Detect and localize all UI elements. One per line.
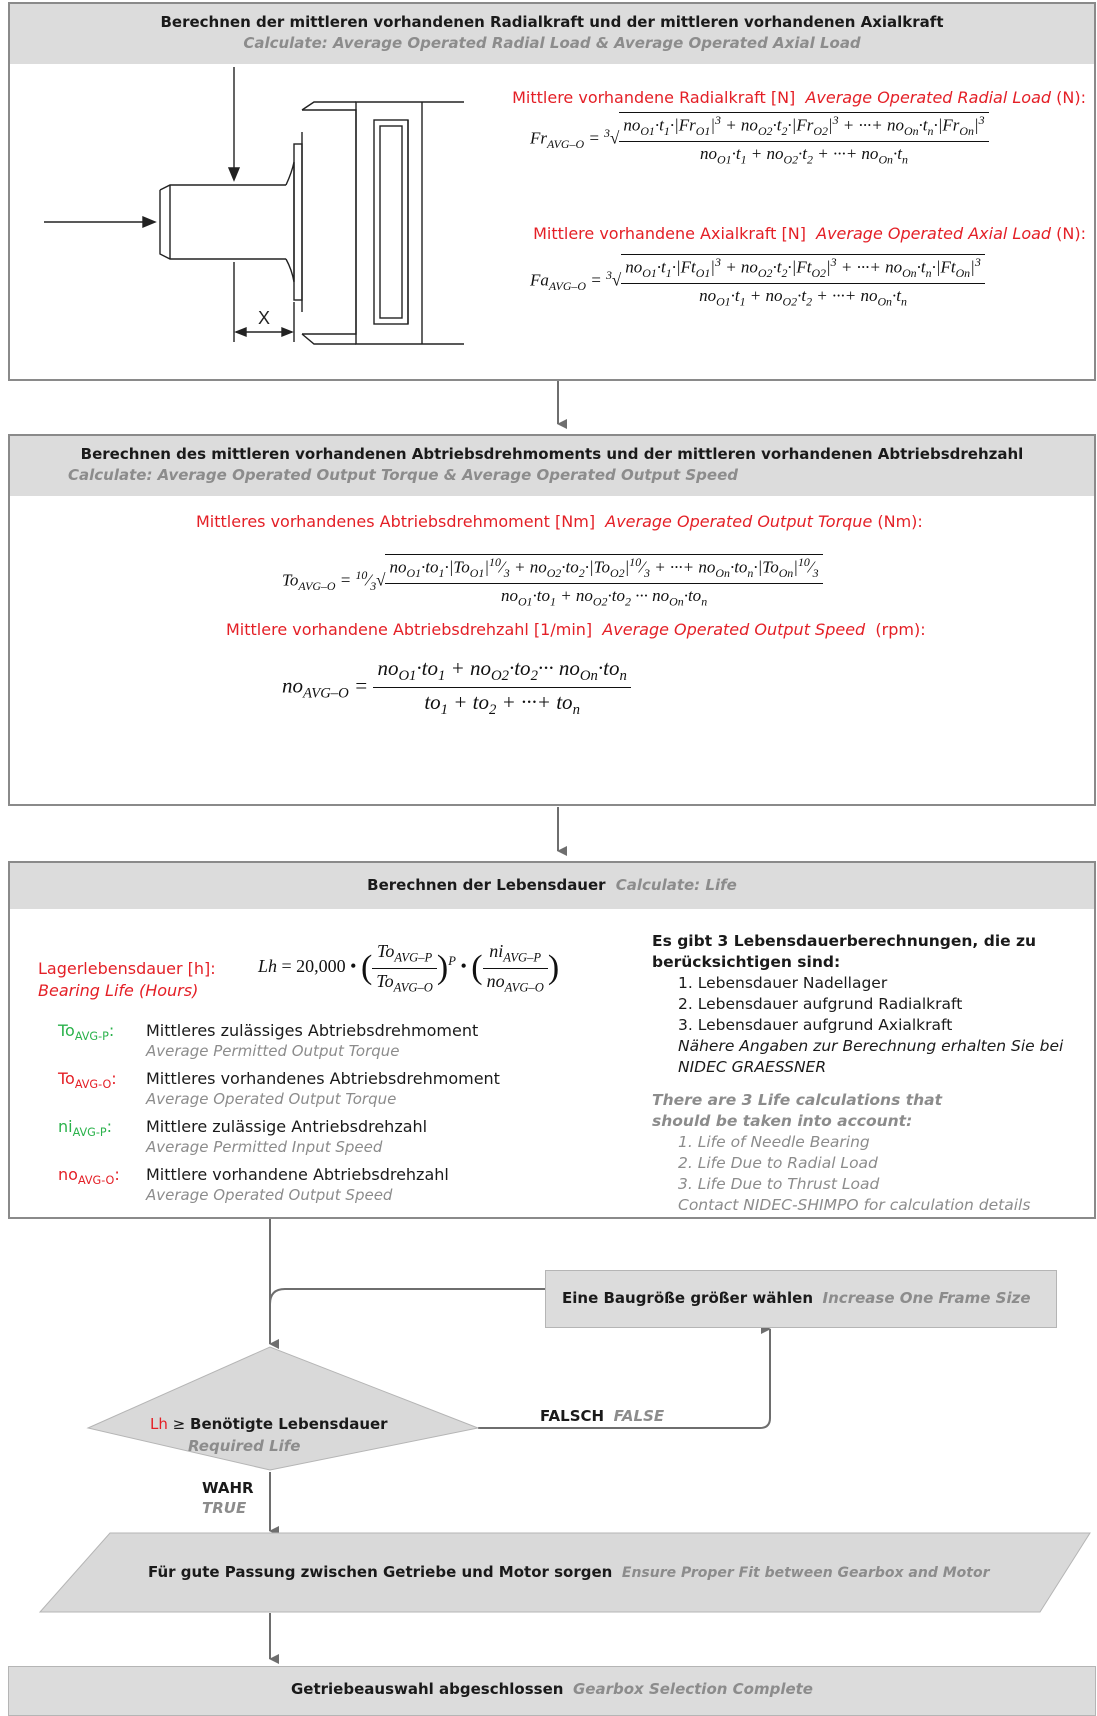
fit-en: Ensure Proper Fit between Gearbox and Mo… — [621, 1565, 990, 1581]
fit-text: Für gute Passung zwischen Getriebe und M… — [148, 1563, 990, 1581]
radial-label-de: Mittlere vorhandene Radialkraft [N] — [512, 88, 796, 107]
true-de: WAHR — [202, 1479, 254, 1497]
complete-de: Getriebeauswahl abgeschlossen — [290, 1680, 564, 1698]
section-torque-speed: Berechnen des mittleren vorhandenen Abtr… — [8, 434, 1096, 806]
definition-de: Mittleres zulässiges Abtriebsdrehmoment — [146, 1021, 479, 1040]
false-label: FALSCH FALSE — [540, 1407, 664, 1425]
section-title-de: Berechnen des mittleren vorhandenen Abtr… — [80, 445, 1024, 463]
definition-de: Mittleres vorhandenes Abtriebsdrehmoment — [146, 1069, 500, 1088]
symbol-subscript: AVG-O — [77, 1174, 115, 1188]
increase-frame-size-box: Eine Baugröße größer wählen Increase One… — [545, 1270, 1057, 1328]
bearing-life-label-en: Bearing Life (Hours) — [38, 981, 199, 1000]
symbol: To — [58, 1021, 75, 1040]
note-en-item: 3. Life Due to Thrust Load — [678, 1175, 880, 1193]
speed-label-unit: (rpm): — [875, 620, 926, 639]
speed-label-de: Mittlere vorhandene Abtriebsdrehzahl [1/… — [226, 620, 593, 639]
false-en: FALSE — [613, 1407, 665, 1425]
note-en-contact: Contact NIDEC-SHIMPO for calculation det… — [678, 1196, 1031, 1214]
axial-load-label: Mittlere vorhandene Axialkraft [N] Avera… — [533, 224, 1086, 243]
symbol-subscript: AVG-O — [74, 1078, 112, 1092]
definition-de: Mittlere zulässige Antriebsdrehzahl — [146, 1117, 428, 1136]
true-label: WAHR TRUE — [202, 1478, 254, 1518]
note-de-item: 3. Lebensdauer aufgrund Axialkraft — [678, 1016, 953, 1034]
fit-parallelogram — [38, 1532, 1091, 1613]
speed-label: Mittlere vorhandene Abtriebsdrehzahl [1/… — [226, 620, 926, 639]
section-header: Berechnen des mittleren vorhandenen Abtr… — [10, 436, 1094, 496]
bearing-life-label: Lagerlebensdauer [h]: Bearing Life (Hour… — [38, 959, 216, 1000]
symbol: ni — [58, 1117, 73, 1136]
section-title-en: Calculate: Life — [615, 876, 737, 894]
note-de-item: 1. Lebensdauer Nadellager — [678, 974, 888, 992]
torque-label-unit: (Nm): — [877, 512, 923, 531]
definition-to-avg-o: ToAVG-O: Mittleres vorhandenes Abtriebsd… — [58, 1069, 500, 1108]
decision-text: Lh ≥ Benötigte Lebensdauer Required Life — [150, 1413, 388, 1457]
note-de-heading: Es gibt 3 Lebensdauerberechnungen, die z… — [652, 932, 1037, 971]
decision-de: Benötigte Lebensdauer — [190, 1415, 388, 1433]
increase-de: Eine Baugröße größer wählen — [562, 1289, 813, 1307]
life-calculation-notes: Es gibt 3 Lebensdauerberechnungen, die z… — [652, 931, 1072, 1216]
symbol: no — [58, 1165, 78, 1184]
note-en-heading: There are 3 Life calculations that shoul… — [652, 1091, 943, 1130]
line-increase-loop — [269, 1288, 545, 1305]
decision-symbol: Lh — [150, 1415, 168, 1433]
fit-de: Für gute Passung zwischen Getriebe und M… — [148, 1563, 613, 1581]
symbol-colon: : — [106, 1117, 113, 1136]
definition-ni-avg-p: niAVG-P: Mittlere zulässige Antriebsdreh… — [58, 1117, 427, 1156]
section-header: Berechnen der mittleren vorhandenen Radi… — [10, 4, 1094, 64]
section-radial-axial: Berechnen der mittleren vorhandenen Radi… — [8, 2, 1096, 381]
selection-complete-box: Getriebeauswahl abgeschlossen Gearbox Se… — [8, 1666, 1096, 1716]
symbol-colon: : — [108, 1021, 115, 1040]
note-de-contact: Nähere Angaben zur Berechnung erhalten S… — [678, 1037, 1064, 1076]
definition-de: Mittlere vorhandene Abtriebsdrehzahl — [146, 1165, 449, 1184]
torque-formula: ToAVG–O = 10⁄3√noO1·to1·|ToO1|10⁄3 + noO… — [282, 554, 823, 609]
decision-en: Required Life — [188, 1437, 301, 1455]
note-en-item: 2. Life Due to Radial Load — [678, 1154, 878, 1172]
radial-load-label: Mittlere vorhandene Radialkraft [N] Aver… — [512, 88, 1086, 107]
definition-en: Average Permitted Output Torque — [146, 1042, 400, 1060]
decision-diamond — [86, 1346, 480, 1471]
definition-en: Average Operated Output Speed — [146, 1186, 393, 1204]
false-de: FALSCH — [540, 1407, 605, 1425]
note-en-item: 1. Life of Needle Bearing — [678, 1133, 870, 1151]
torque-label-en: Average Operated Output Torque — [605, 512, 873, 531]
section-title-de: Berechnen der Lebensdauer — [367, 876, 606, 894]
definition-en: Average Permitted Input Speed — [146, 1138, 383, 1156]
definition-no-avg-o: noAVG-O: Mittlere vorhandene Abtriebsdre… — [58, 1165, 449, 1204]
symbol-subscript: AVG-P — [72, 1126, 107, 1140]
speed-label-en: Average Operated Output Speed — [602, 620, 866, 639]
dimension-label: X — [258, 308, 270, 328]
symbol: To — [58, 1069, 75, 1088]
axial-label-de: Mittlere vorhandene Axialkraft [N] — [533, 224, 806, 243]
increase-en: Increase One Frame Size — [822, 1289, 1031, 1307]
radial-label-en: Average Operated Radial Load — [805, 88, 1052, 107]
decision-operator: ≥ — [172, 1415, 186, 1433]
section-life: Berechnen der Lebensdauer Calculate: Lif… — [8, 861, 1096, 1219]
definition-to-avg-p: ToAVG-P: Mittleres zulässiges Abtriebsdr… — [58, 1021, 478, 1060]
torque-label-de: Mittleres vorhandenes Abtriebsdrehmoment… — [196, 512, 596, 531]
definition-en: Average Operated Output Torque — [146, 1090, 397, 1108]
speed-formula: noAVG–O = noO1·to1 + noO2·to2··· noOn·to… — [282, 656, 631, 719]
axial-label-unit: (N): — [1056, 224, 1086, 243]
bearing-life-label-de: Lagerlebensdauer [h]: — [38, 959, 216, 978]
axial-load-formula: FaAVG–O = 3√noO1·t1·|FtO1|3 + noO2·t2·|F… — [530, 254, 985, 309]
complete-en: Gearbox Selection Complete — [573, 1680, 813, 1698]
section-title-en: Calculate: Average Operated Radial Load … — [243, 34, 861, 52]
true-en: TRUE — [202, 1499, 247, 1517]
symbol-subscript: AVG-P — [74, 1030, 109, 1044]
torque-label: Mittleres vorhandenes Abtriebsdrehmoment… — [196, 512, 923, 531]
section-title-de: Berechnen der mittleren vorhandenen Radi… — [160, 13, 944, 31]
note-de-item: 2. Lebensdauer aufgrund Radialkraft — [678, 995, 963, 1013]
symbol-colon: : — [114, 1165, 120, 1184]
section-header: Berechnen der Lebensdauer Calculate: Lif… — [10, 863, 1094, 909]
section-title-en: Calculate: Average Operated Output Torqu… — [68, 466, 738, 484]
gearbox-shaft-drawing: X — [44, 67, 464, 345]
axial-label-en: Average Operated Axial Load — [816, 224, 1052, 243]
radial-load-formula: FrAVG–O = 3√noO1·t1·|FrO1|3 + noO2·t2·|F… — [530, 112, 989, 167]
radial-label-unit: (N): — [1056, 88, 1086, 107]
arrow-false — [478, 1324, 771, 1429]
symbol-colon: : — [111, 1069, 117, 1088]
